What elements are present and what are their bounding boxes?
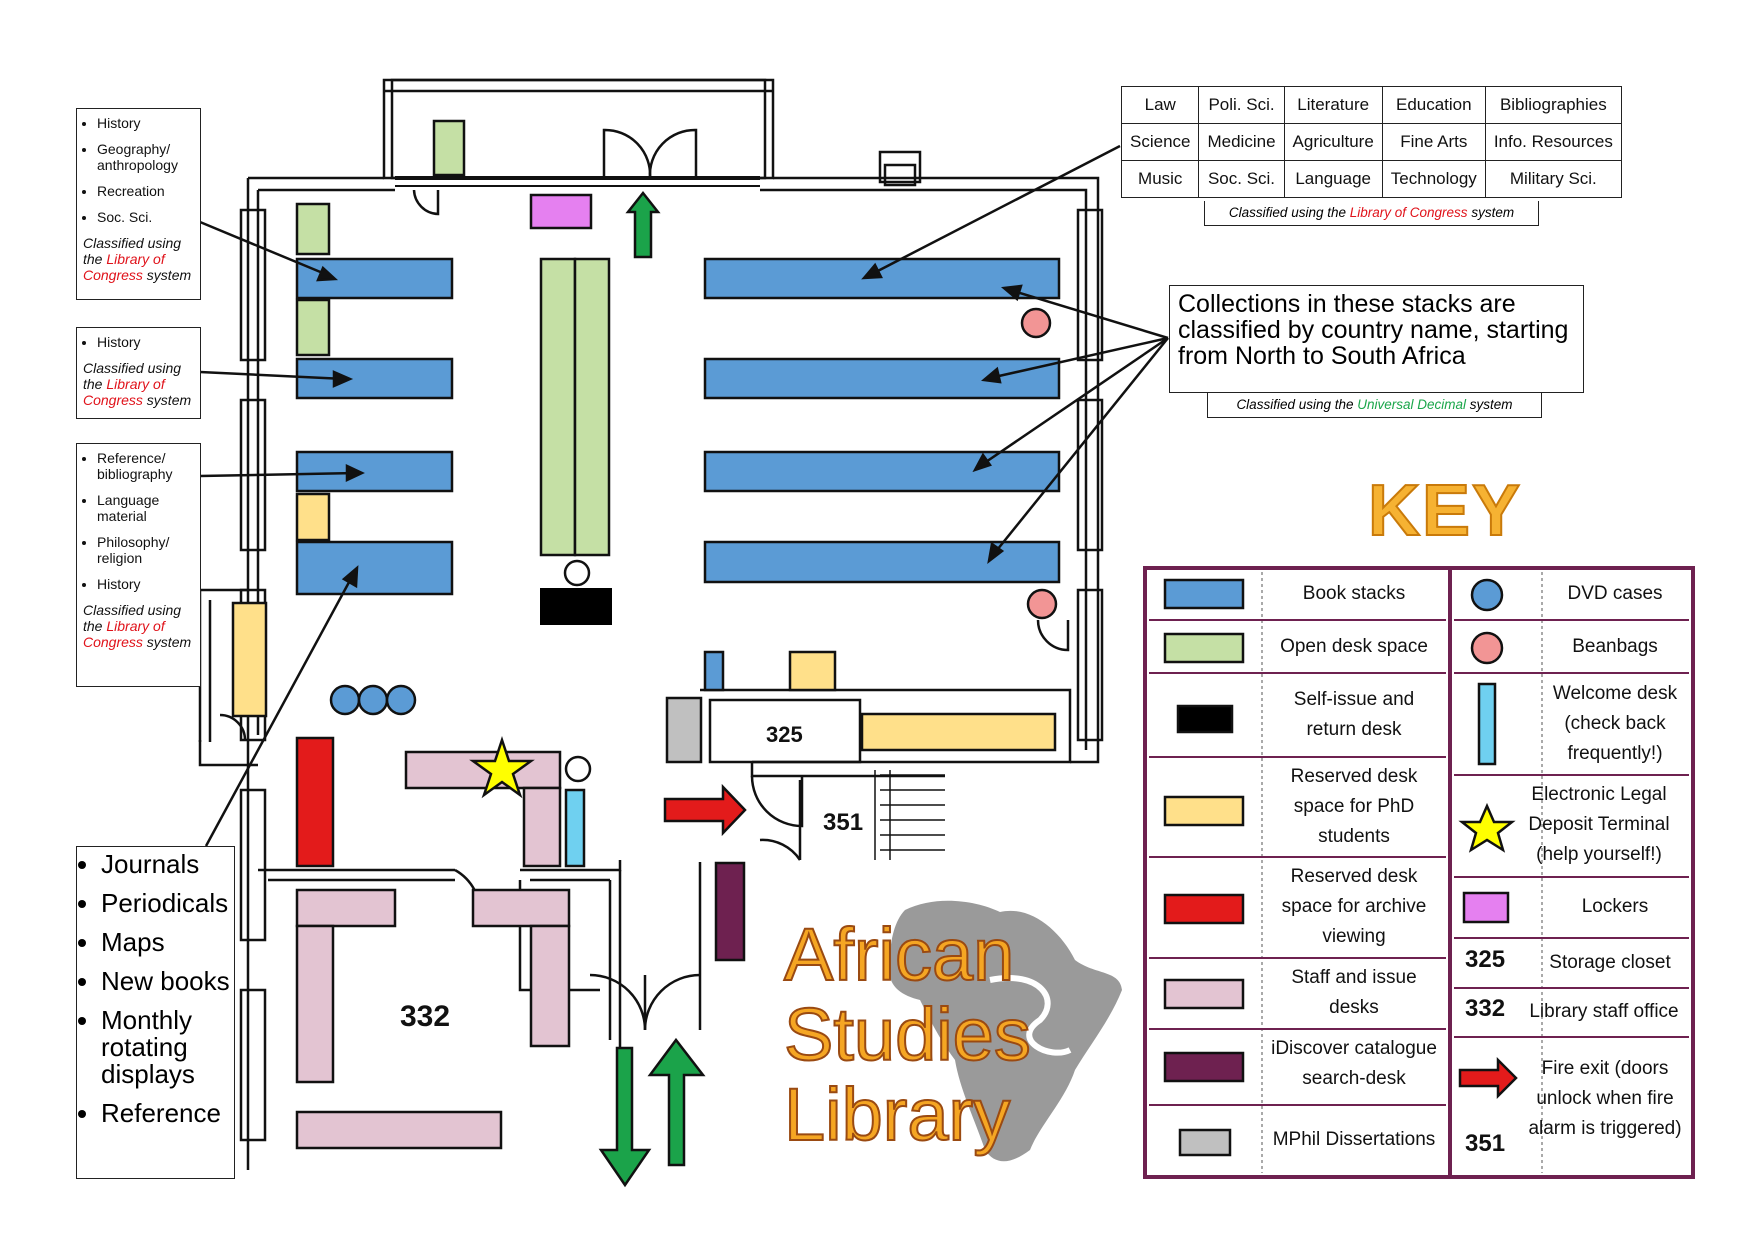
subject-cell: Info. Resources [1484,123,1622,161]
key-label: Reserved desk space for archive viewing [1281,866,1427,947]
key-number-325: 325 [1465,946,1506,973]
legal-deposit-star [469,736,535,799]
subject-cell: Military Sci. [1484,160,1622,198]
key-number-351: 351 [1465,1130,1506,1157]
subject-cell: Education [1381,86,1486,124]
subject-cell: Law [1120,86,1200,124]
callout-item: Reference [101,1100,230,1127]
subject-cell: Literature [1283,86,1383,124]
subject-cell: Agriculture [1283,123,1383,161]
open-desks [295,119,611,557]
subject-cell: Technology [1381,160,1486,198]
room-332-label: 332 [400,1000,451,1033]
pointer-lines [199,144,1169,847]
key-label: Book stacks [1302,583,1406,604]
key-label: Storage closet [1549,952,1671,973]
callout-item: Reference/ bibliography [97,450,194,482]
key-label: Welcome desk (check back frequently!) [1552,683,1678,764]
subject-cell: Music [1120,160,1200,198]
subject-table-note: Classified using the Library of Congress… [1204,201,1539,226]
idiscover-desk [714,861,746,962]
callout-item: Journals [101,851,230,878]
callout-item: History [97,576,194,592]
room-325-label: 325 [766,722,803,747]
key-label: Reserved desk space for PhD students [1290,766,1418,847]
staff-desks [295,750,571,1150]
library-brand: African Studies Library [783,913,1032,1156]
classification-note: Classified using the Library of Congress… [83,602,192,650]
callout-item: Recreation [97,183,194,199]
callout-item: Monthly rotating displays [101,1007,230,1088]
brand-line: Studies [783,993,1032,1076]
subject-cell: Fine Arts [1381,123,1486,161]
mphil-dissertations [665,696,703,764]
classification-note: Classified using the Library of Congress… [83,235,192,283]
subject-cell: Medicine [1198,123,1285,161]
callout-item: Periodicals [101,890,230,917]
subject-cell: Soc. Sci. [1198,160,1285,198]
country-callout-note: Classified using the Universal Decimal s… [1207,393,1542,418]
phd-desks [231,492,1057,752]
fire-exit-arrow [663,783,747,837]
key-label: iDiscover catalogue search-desk [1271,1038,1437,1089]
subject-cell: Bibliographies [1484,86,1622,124]
key-label: Fire exit (doors unlock when fire alarm … [1528,1058,1682,1139]
outer-wall-north-east [248,176,1100,764]
key-title: KEY [1367,470,1523,552]
callout-item: Language material [97,492,194,524]
room-351-label: 351 [823,809,864,836]
key-label: Lockers [1581,896,1649,917]
subject-cell: Poli. Sci. [1198,86,1285,124]
callout-item: Maps [101,929,230,956]
key-label: Self-issue and return desk [1293,689,1415,740]
key-label: Electronic Legal Deposit Terminal (help … [1528,784,1670,865]
callout-item: Geography/ anthropology [97,141,194,173]
lockers [529,193,593,230]
book-stacks [295,257,1061,692]
subject-table: Law Poli. Sci. Literature Education Bibl… [1120,86,1622,198]
key-label: MPhil Dissertations [1272,1129,1436,1150]
key-label: Staff and issue desks [1291,967,1417,1018]
entry-arrows [598,190,706,1188]
callout-item: Philosophy/ religion [97,534,194,566]
key-label: Open desk space [1280,636,1428,657]
callout-stack-4: Journals Periodicals Maps New books Mont… [76,846,235,1179]
subject-cell: Science [1120,123,1200,161]
callout-stack-1: History Geography/ anthropology Recreati… [76,108,201,300]
callout-stack-2: History Classified using the Library of … [76,327,201,419]
country-callout: Collections in these stacks are classifi… [1169,285,1584,393]
brand-line: African [783,913,1015,996]
beanbags [1020,307,1058,620]
callout-item: New books [101,968,230,995]
brand-line: Library [783,1073,1011,1156]
welcome-desk [564,788,586,868]
key-label: Beanbags [1572,636,1658,657]
callout-stack-3: Reference/ bibliography Language materia… [76,443,201,687]
africa-silhouette [889,900,1122,1162]
key-label: DVD cases [1567,583,1663,604]
callout-item: Soc. Sci. [97,209,194,225]
callout-item: History [97,115,194,131]
archive-desk [295,736,335,868]
key-number-332: 332 [1465,995,1506,1022]
key-label: Library staff office [1529,1001,1679,1022]
dvd-cases [329,684,417,716]
callout-item: History [97,334,194,350]
subject-cell: Language [1283,160,1383,198]
classification-note: Classified using the Library of Congress… [83,360,192,408]
key-panel [1143,566,1695,1179]
self-issue-desk [540,588,612,625]
